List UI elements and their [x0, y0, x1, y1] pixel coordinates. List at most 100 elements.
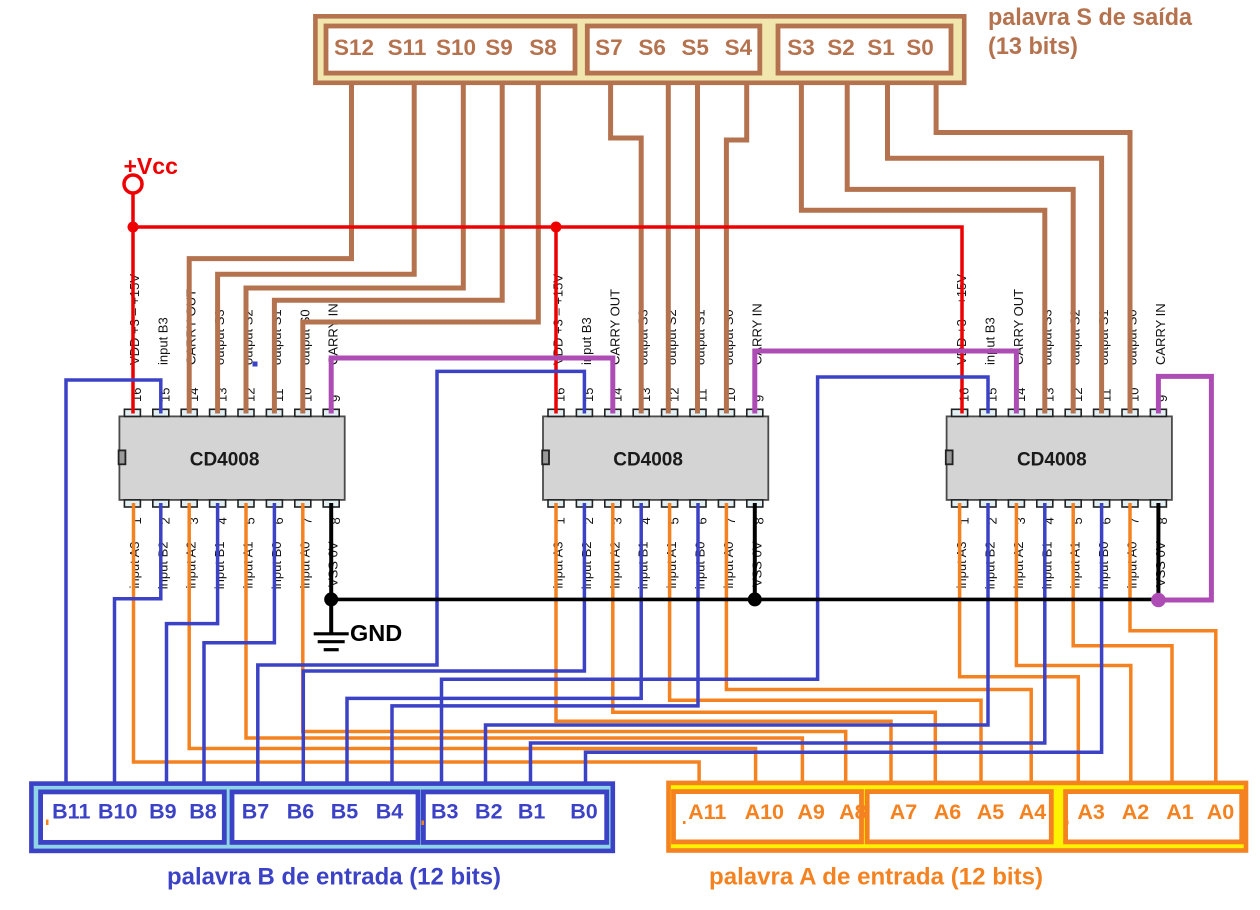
- svg-text:S7: S7: [595, 35, 623, 60]
- svg-text:3: 3: [186, 517, 201, 524]
- svg-text:S10: S10: [436, 35, 476, 60]
- svg-text:1: 1: [956, 517, 971, 524]
- svg-text:S4: S4: [725, 35, 753, 60]
- svg-text:(13 bits): (13 bits): [988, 33, 1078, 60]
- svg-text:S5: S5: [681, 35, 709, 60]
- svg-text:input B2: input B2: [155, 542, 170, 590]
- svg-text:5: 5: [243, 517, 258, 524]
- svg-text:input B3: input B3: [983, 317, 998, 365]
- svg-text:A8: A8: [839, 800, 867, 824]
- svg-text:input B0: input B0: [269, 542, 284, 590]
- svg-text:input A3: input A3: [551, 542, 566, 589]
- svg-text:B10: B10: [98, 800, 137, 824]
- svg-text:B4: B4: [376, 800, 404, 824]
- svg-text:4: 4: [1042, 517, 1057, 524]
- svg-text:B5: B5: [331, 800, 359, 824]
- svg-text:A6: A6: [934, 800, 962, 824]
- svg-text:9: 9: [1155, 395, 1170, 402]
- svg-text:input B1: input B1: [212, 542, 227, 590]
- svg-text:A1: A1: [1166, 800, 1194, 824]
- svg-text:8: 8: [752, 517, 767, 524]
- svg-text:A2: A2: [1122, 800, 1150, 824]
- svg-text:CD4008: CD4008: [190, 449, 260, 470]
- svg-text:S6: S6: [638, 35, 666, 60]
- svg-text:A11: A11: [688, 800, 726, 824]
- svg-text:3: 3: [610, 517, 625, 524]
- svg-text:palavra B de entrada (12 bits): palavra B de entrada (12 bits): [167, 864, 501, 891]
- svg-text:B6: B6: [287, 800, 315, 824]
- svg-text:B8: B8: [189, 800, 217, 824]
- svg-text:16: 16: [956, 388, 971, 402]
- svg-text:A9: A9: [797, 800, 825, 824]
- svg-text:4: 4: [638, 517, 653, 524]
- svg-text:2: 2: [985, 517, 1000, 524]
- svg-text:input A0: input A0: [1125, 542, 1140, 589]
- svg-text:CARRY IN: CARRY IN: [326, 303, 341, 365]
- svg-text:S0: S0: [906, 35, 934, 60]
- svg-text:5: 5: [666, 517, 681, 524]
- svg-text:B7: B7: [242, 800, 270, 824]
- svg-text:input A1: input A1: [1068, 542, 1083, 589]
- svg-text:input B0: input B0: [693, 542, 708, 590]
- svg-text:VDD +3 – +15V: VDD +3 – +15V: [551, 274, 566, 365]
- svg-text:1: 1: [553, 517, 568, 524]
- svg-text:9: 9: [752, 395, 767, 402]
- svg-text:B2: B2: [475, 800, 503, 824]
- svg-text:input A3: input A3: [954, 542, 969, 589]
- svg-text:7: 7: [300, 517, 315, 524]
- svg-text:A3: A3: [1077, 800, 1105, 824]
- svg-text:CD4008: CD4008: [1017, 449, 1087, 470]
- svg-text:A5: A5: [977, 800, 1005, 824]
- svg-text:CARRY IN: CARRY IN: [1153, 303, 1168, 365]
- svg-text:+Vcc: +Vcc: [124, 153, 179, 179]
- svg-text:9: 9: [328, 395, 343, 402]
- svg-text:CARRY OUT: CARRY OUT: [607, 289, 622, 365]
- svg-text:input B2: input B2: [983, 542, 998, 590]
- svg-text:B0: B0: [570, 800, 598, 824]
- svg-text:8: 8: [1155, 517, 1170, 524]
- svg-text:input B3: input B3: [155, 317, 170, 365]
- svg-text:6: 6: [271, 517, 286, 524]
- svg-text:B11: B11: [52, 800, 90, 824]
- svg-text:S9: S9: [485, 35, 513, 60]
- svg-text:input A1: input A1: [664, 542, 679, 589]
- svg-text:input B2: input B2: [579, 542, 594, 590]
- svg-text:S2: S2: [827, 35, 855, 60]
- svg-text:input A1: input A1: [241, 542, 256, 589]
- svg-text:6: 6: [1098, 517, 1113, 524]
- svg-text:S12: S12: [334, 35, 374, 60]
- svg-text:CARRY OUT: CARRY OUT: [1011, 289, 1026, 365]
- svg-text:A0: A0: [1207, 800, 1235, 824]
- svg-text:4: 4: [214, 517, 229, 524]
- svg-text:GND: GND: [350, 620, 402, 646]
- svg-text:A4: A4: [1019, 800, 1047, 824]
- svg-text:2: 2: [158, 517, 173, 524]
- svg-text:input A2: input A2: [184, 542, 199, 589]
- svg-text:3: 3: [1013, 517, 1028, 524]
- svg-text:S11: S11: [388, 35, 427, 60]
- svg-text:input B1: input B1: [636, 542, 651, 590]
- svg-text:2: 2: [581, 517, 596, 524]
- svg-text:input A0: input A0: [721, 542, 736, 589]
- svg-text:input A2: input A2: [1011, 542, 1026, 589]
- svg-text:input A0: input A0: [297, 542, 312, 589]
- svg-text:input B0: input B0: [1096, 542, 1111, 590]
- svg-text:S1: S1: [867, 35, 895, 60]
- svg-text:5: 5: [1070, 517, 1085, 524]
- svg-text:input B1: input B1: [1039, 542, 1054, 590]
- svg-text:7: 7: [1127, 517, 1142, 524]
- svg-text:CD4008: CD4008: [613, 449, 683, 470]
- svg-text:input B3: input B3: [579, 317, 594, 365]
- svg-text:6: 6: [695, 517, 710, 524]
- svg-text:B1: B1: [518, 800, 546, 824]
- svg-text:A10: A10: [745, 800, 784, 824]
- svg-text:B9: B9: [149, 800, 177, 824]
- svg-text:palavra S de saída: palavra S de saída: [988, 4, 1192, 31]
- svg-text:palavra A de entrada (12 bits): palavra A de entrada (12 bits): [709, 864, 1043, 891]
- svg-text:S8: S8: [529, 35, 557, 60]
- svg-text:A7: A7: [890, 800, 918, 824]
- svg-text:input A2: input A2: [607, 542, 622, 589]
- svg-text:1: 1: [129, 517, 144, 524]
- svg-text:7: 7: [723, 517, 738, 524]
- svg-text:S3: S3: [787, 35, 815, 60]
